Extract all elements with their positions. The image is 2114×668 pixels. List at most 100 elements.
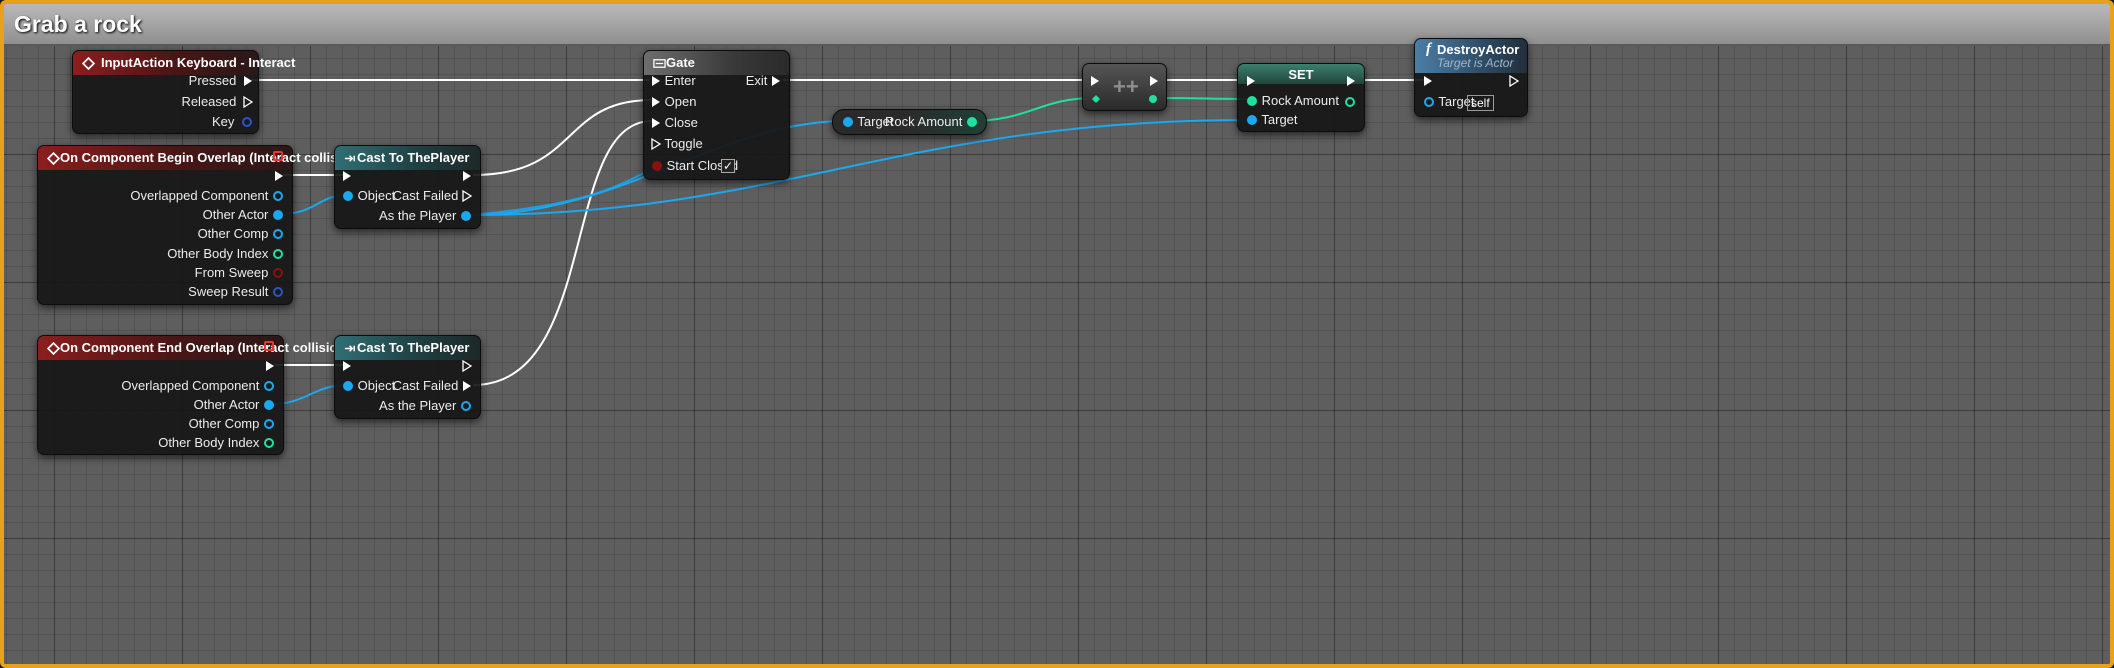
as-the-player-pin[interactable]: As the Player	[379, 398, 472, 414]
exec-pin-icon	[652, 76, 660, 86]
end-overlap-node[interactable]: On Component End Overlap (Interact colli…	[37, 335, 350, 455]
pin-label: Toggle	[664, 136, 703, 151]
pin-label: Exit	[745, 73, 768, 88]
toggle-pin[interactable]: Toggle	[651, 136, 703, 152]
pressed-pin[interactable]: Pressed	[188, 73, 252, 89]
set-node[interactable]: SET Rock Amount Target	[1237, 63, 1365, 132]
cast-failed-pin[interactable]: Cast Failed	[393, 378, 472, 394]
exec-out-pin[interactable]	[1346, 75, 1356, 87]
overlapped-component-pin[interactable]: Overlapped Component	[130, 188, 284, 204]
exec-in-pin[interactable]	[342, 360, 352, 372]
cast-to-player-node-2[interactable]: Cast To ThePlayer Object Cast Failed As …	[334, 335, 481, 419]
int-pin-icon[interactable]	[1091, 94, 1101, 104]
cast-to-player-node-1[interactable]: Cast To ThePlayer Object Cast Failed As …	[334, 145, 481, 229]
increment-node[interactable]: ++	[1082, 63, 1167, 111]
exec-pin-icon	[652, 97, 660, 107]
pin-label: Enter	[664, 73, 696, 88]
diamond-event-icon	[82, 57, 95, 70]
other-actor-pin[interactable]: Other Actor	[194, 397, 275, 413]
key-pin[interactable]: Key	[212, 114, 252, 130]
start-closed-checkbox[interactable]: ✓	[721, 159, 735, 173]
other-comp-pin[interactable]: Other Comp	[189, 416, 275, 432]
exec-in-pin[interactable]	[1423, 75, 1433, 87]
input-action-node[interactable]: InputAction Keyboard - Interact Pressed …	[72, 50, 295, 134]
start-closed-pin[interactable]: Start Closed	[651, 158, 738, 174]
struct-pin-icon	[273, 287, 283, 297]
begin-overlap-node[interactable]: On Component Begin Overlap (Interact col…	[37, 145, 361, 305]
pin-label: Overlapped Component	[121, 378, 260, 393]
object-pin-icon	[343, 191, 353, 201]
node-title: Cast To ThePlayer	[357, 340, 470, 355]
pin-label: Object	[357, 378, 396, 393]
target-pin[interactable]: Target	[1246, 112, 1298, 128]
other-actor-pin[interactable]: Other Actor	[203, 207, 284, 223]
node-header[interactable]: Gate	[644, 51, 789, 75]
sweep-result-pin[interactable]: Sweep Result	[188, 284, 284, 300]
node-header[interactable]: f DestroyActor Target is Actor	[1415, 39, 1527, 73]
from-sweep-pin[interactable]: From Sweep	[195, 265, 284, 281]
pin-label: Pressed	[188, 73, 237, 88]
graph-canvas[interactable]	[4, 46, 2110, 664]
pin-label: Object	[357, 188, 396, 203]
destroy-actor-node[interactable]: f DestroyActor Target is Actor Target se…	[1414, 38, 1528, 117]
node-title: InputAction Keyboard - Interact	[101, 55, 296, 70]
target-pin[interactable]: Target	[842, 114, 894, 130]
rock-amount-pin[interactable]: Rock Amount	[1246, 93, 1339, 109]
node-header[interactable]: On Component Begin Overlap (Interact col…	[38, 146, 361, 170]
exec-pin-icon	[244, 76, 252, 86]
cast-failed-pin[interactable]: Cast Failed	[393, 188, 473, 204]
gate-node[interactable]: Gate Enter Exit Open Close Toggle Start …	[643, 50, 790, 180]
exec-out-pin[interactable]	[274, 170, 284, 182]
node-header[interactable]: Cast To ThePlayer	[335, 336, 480, 360]
object-pin-icon	[1247, 115, 1257, 125]
target-default-value[interactable]: self	[1467, 95, 1494, 111]
pin-label: Other Body Index	[167, 246, 269, 261]
overlapped-component-pin[interactable]: Overlapped Component	[121, 378, 275, 394]
node-header[interactable]: SET	[1238, 64, 1364, 84]
exec-out-pin[interactable]	[462, 170, 472, 182]
pin-label: Target	[1438, 94, 1475, 109]
delegate-icon[interactable]	[273, 151, 283, 161]
other-body-index-pin[interactable]: Other Body Index	[158, 435, 275, 451]
cast-arrow-icon	[344, 155, 355, 162]
object-pin[interactable]: Object	[342, 378, 395, 394]
comment-title: Grab a rock	[14, 11, 142, 37]
exec-out-pin[interactable]	[1149, 75, 1159, 87]
get-rock-amount-node[interactable]: Target Rock Amount	[832, 109, 987, 135]
exec-out-pin[interactable]	[265, 360, 275, 372]
int-pin-icon[interactable]	[1147, 93, 1159, 105]
as-the-player-pin[interactable]: As the Player	[379, 208, 472, 224]
object-pin-icon	[461, 211, 471, 221]
close-pin[interactable]: Close	[651, 115, 698, 131]
object-pin-icon	[264, 419, 274, 429]
rock-amount-pin[interactable]: Rock Amount	[885, 114, 978, 130]
exec-out-pin[interactable]	[462, 360, 472, 372]
gate-icon	[653, 59, 666, 68]
target-pin[interactable]: Target	[1423, 94, 1475, 110]
exit-pin[interactable]: Exit	[746, 73, 781, 89]
diamond-event-icon	[47, 152, 60, 165]
other-body-index-pin[interactable]: Other Body Index	[167, 246, 284, 262]
object-pin-icon	[343, 381, 353, 391]
delegate-icon[interactable]	[264, 341, 274, 351]
released-pin[interactable]: Released	[181, 94, 254, 110]
open-pin[interactable]: Open	[651, 94, 696, 110]
object-pin[interactable]: Object	[342, 188, 395, 204]
pin-label: Other Actor	[193, 397, 260, 412]
exec-in-pin[interactable]	[1246, 75, 1256, 87]
node-header[interactable]: On Component End Overlap (Interact colli…	[38, 336, 350, 360]
node-subtitle: Target is Actor	[1437, 56, 1514, 70]
enter-pin[interactable]: Enter	[651, 73, 696, 89]
comment-title-bar[interactable]: Grab a rock	[4, 4, 2110, 46]
exec-in-pin[interactable]	[342, 170, 352, 182]
node-header[interactable]: InputAction Keyboard - Interact	[73, 51, 295, 75]
exec-out-pin[interactable]	[1509, 75, 1519, 87]
bool-pin-icon	[273, 268, 283, 278]
node-header[interactable]: Cast To ThePlayer	[335, 146, 480, 170]
int-out-pin-icon[interactable]	[1344, 96, 1356, 108]
exec-in-pin[interactable]	[1090, 75, 1100, 87]
int-pin-icon	[967, 117, 977, 127]
other-comp-pin[interactable]: Other Comp	[198, 226, 284, 242]
pin-label: From Sweep	[194, 265, 269, 280]
